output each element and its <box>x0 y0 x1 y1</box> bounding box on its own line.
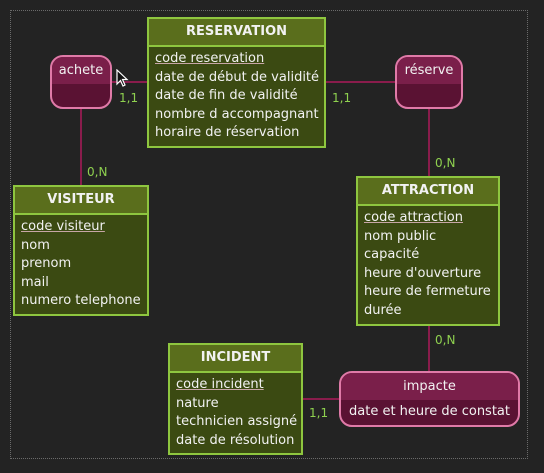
mouse-cursor-icon <box>116 69 129 87</box>
entity-incident-attr: date de résolution <box>176 432 295 448</box>
entity-attraction-attr: durée <box>364 302 402 318</box>
entity-reservation[interactable]: RESERVATION code reservation date de déb… <box>147 17 326 148</box>
entity-visiteur-attr: nom <box>21 237 50 253</box>
entity-visiteur-attributes: code visiteur nom prenom mail numero tel… <box>15 215 147 314</box>
cardinality-impacte-incident: 1,1 <box>309 406 329 420</box>
entity-visiteur[interactable]: VISITEUR code visiteur nom prenom mail n… <box>13 185 149 316</box>
entity-attraction-attr: heure de fermeture <box>364 284 491 300</box>
entity-visiteur-key: code visiteur <box>21 219 105 234</box>
entity-visiteur-attr: prenom <box>21 256 72 272</box>
entity-incident-attr: nature <box>176 395 219 411</box>
entity-attraction-attr: capacité <box>364 247 420 263</box>
entity-visiteur-attr: mail <box>21 274 49 290</box>
association-reserve-title: réserve <box>397 57 461 84</box>
cardinality-impacte-attraction: 0,N <box>435 333 456 347</box>
cardinality-achete-reservation: 1,1 <box>119 91 139 105</box>
entity-attraction[interactable]: ATTRACTION code attraction nom public ca… <box>356 176 500 326</box>
association-reserve[interactable]: réserve <box>395 55 463 109</box>
entity-reservation-attr: horaire de réservation <box>155 125 300 141</box>
association-impacte-attr: date et heure de constat <box>349 404 510 419</box>
cardinality-reserve-reservation: 1,1 <box>332 91 352 105</box>
entity-reservation-attr: date de début de validité <box>155 69 320 85</box>
entity-reservation-attributes: code reservation date de début de validi… <box>149 47 324 146</box>
entity-reservation-attr: nombre d accompagnant <box>155 106 319 122</box>
association-impacte[interactable]: impacte date et heure de constat <box>339 371 520 427</box>
entity-attraction-attributes: code attraction nom public capacité heur… <box>358 206 498 324</box>
diagram-frame <box>10 10 528 459</box>
association-achete[interactable]: achete <box>50 55 112 109</box>
entity-incident-title: INCIDENT <box>170 345 301 373</box>
entity-visiteur-title: VISITEUR <box>15 187 147 215</box>
entity-attraction-title: ATTRACTION <box>358 178 498 206</box>
entity-reservation-attr: date de fin de validité <box>155 88 298 104</box>
entity-reservation-key: code reservation <box>155 51 265 66</box>
entity-incident-key: code incident <box>176 377 264 392</box>
association-impacte-title: impacte <box>341 373 518 400</box>
entity-attraction-attr: nom public <box>364 228 437 244</box>
entity-incident-attributes: code incident nature technicien assigné … <box>170 373 301 453</box>
cardinality-achete-visiteur: 0,N <box>87 165 108 179</box>
entity-incident-attr: technicien assigné <box>176 414 298 430</box>
entity-visiteur-attr: numero telephone <box>21 293 141 309</box>
cardinality-reserve-attraction: 0,N <box>435 156 456 170</box>
entity-reservation-title: RESERVATION <box>149 19 324 47</box>
entity-incident[interactable]: INCIDENT code incident nature technicien… <box>168 343 303 455</box>
entity-attraction-key: code attraction <box>364 210 464 225</box>
association-achete-title: achete <box>52 57 110 84</box>
entity-attraction-attr: heure d'ouverture <box>364 265 482 281</box>
